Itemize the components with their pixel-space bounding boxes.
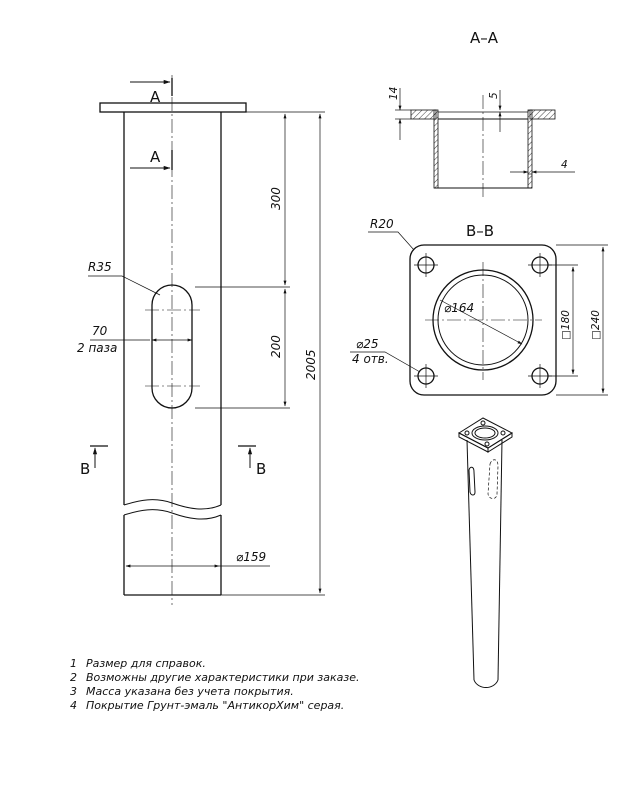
note-number: 2 [70,671,77,684]
break-line-lower [123,509,222,520]
dim-top-5: 5 [488,92,500,99]
note-text: Возможны другие характеристики при заказ… [86,671,359,684]
section-bb-title: B–B [466,222,494,240]
note-text: Размер для справок. [86,657,206,670]
dim-2005: 2005 [304,349,318,380]
section-aa-title: A–A [470,29,499,47]
dim-inner-dia: ⌀164 [444,301,474,315]
dim-r35: R35 [88,260,112,274]
isometric-view [457,417,514,688]
dim-r20: R20 [370,217,394,231]
cut-a-bottom-label: A [150,148,161,166]
dim-200: 200 [269,335,283,358]
note-number: 3 [70,685,77,698]
slot [151,284,193,409]
dim-slot-width: 70 [92,324,108,338]
dim-hole-count: 4 отв. [352,352,389,366]
cut-b-left-label: B [80,460,90,478]
note-text: Масса указана без учета покрытия. [86,685,294,698]
notes: 1 Размер для справок. 2 Возможны другие … [70,657,359,712]
break-line-upper [123,499,222,510]
dim-sq240: □240 [590,310,602,340]
base-plate [409,244,557,396]
dim-slot-count: 2 паза [77,341,117,355]
dim-flange-thk: 14 [388,87,400,100]
dim-hole-dia: ⌀25 [356,337,379,351]
note-text: Покрытие Грунт-эмаль "АнтикорХим" серая. [86,699,344,712]
dim-sq180: □180 [560,310,572,340]
cut-b-right-label: B [256,460,266,478]
main-view: A A B B 300 200 2005 R35 70 2 паза [77,75,325,605]
section-b-b: B–B ⌀164 R20 ⌀25 4 отв. □180 [350,217,608,396]
note-number: 1 [70,657,77,670]
cut-a-top-label: A [150,88,161,106]
dim-pipe-dia: ⌀159 [236,550,266,564]
section-a-a: A–A 14 5 4 [388,29,575,198]
dim-300: 300 [269,187,283,210]
dim-wall-4: 4 [561,159,568,171]
top-flange [99,102,247,113]
note-number: 4 [70,699,77,712]
